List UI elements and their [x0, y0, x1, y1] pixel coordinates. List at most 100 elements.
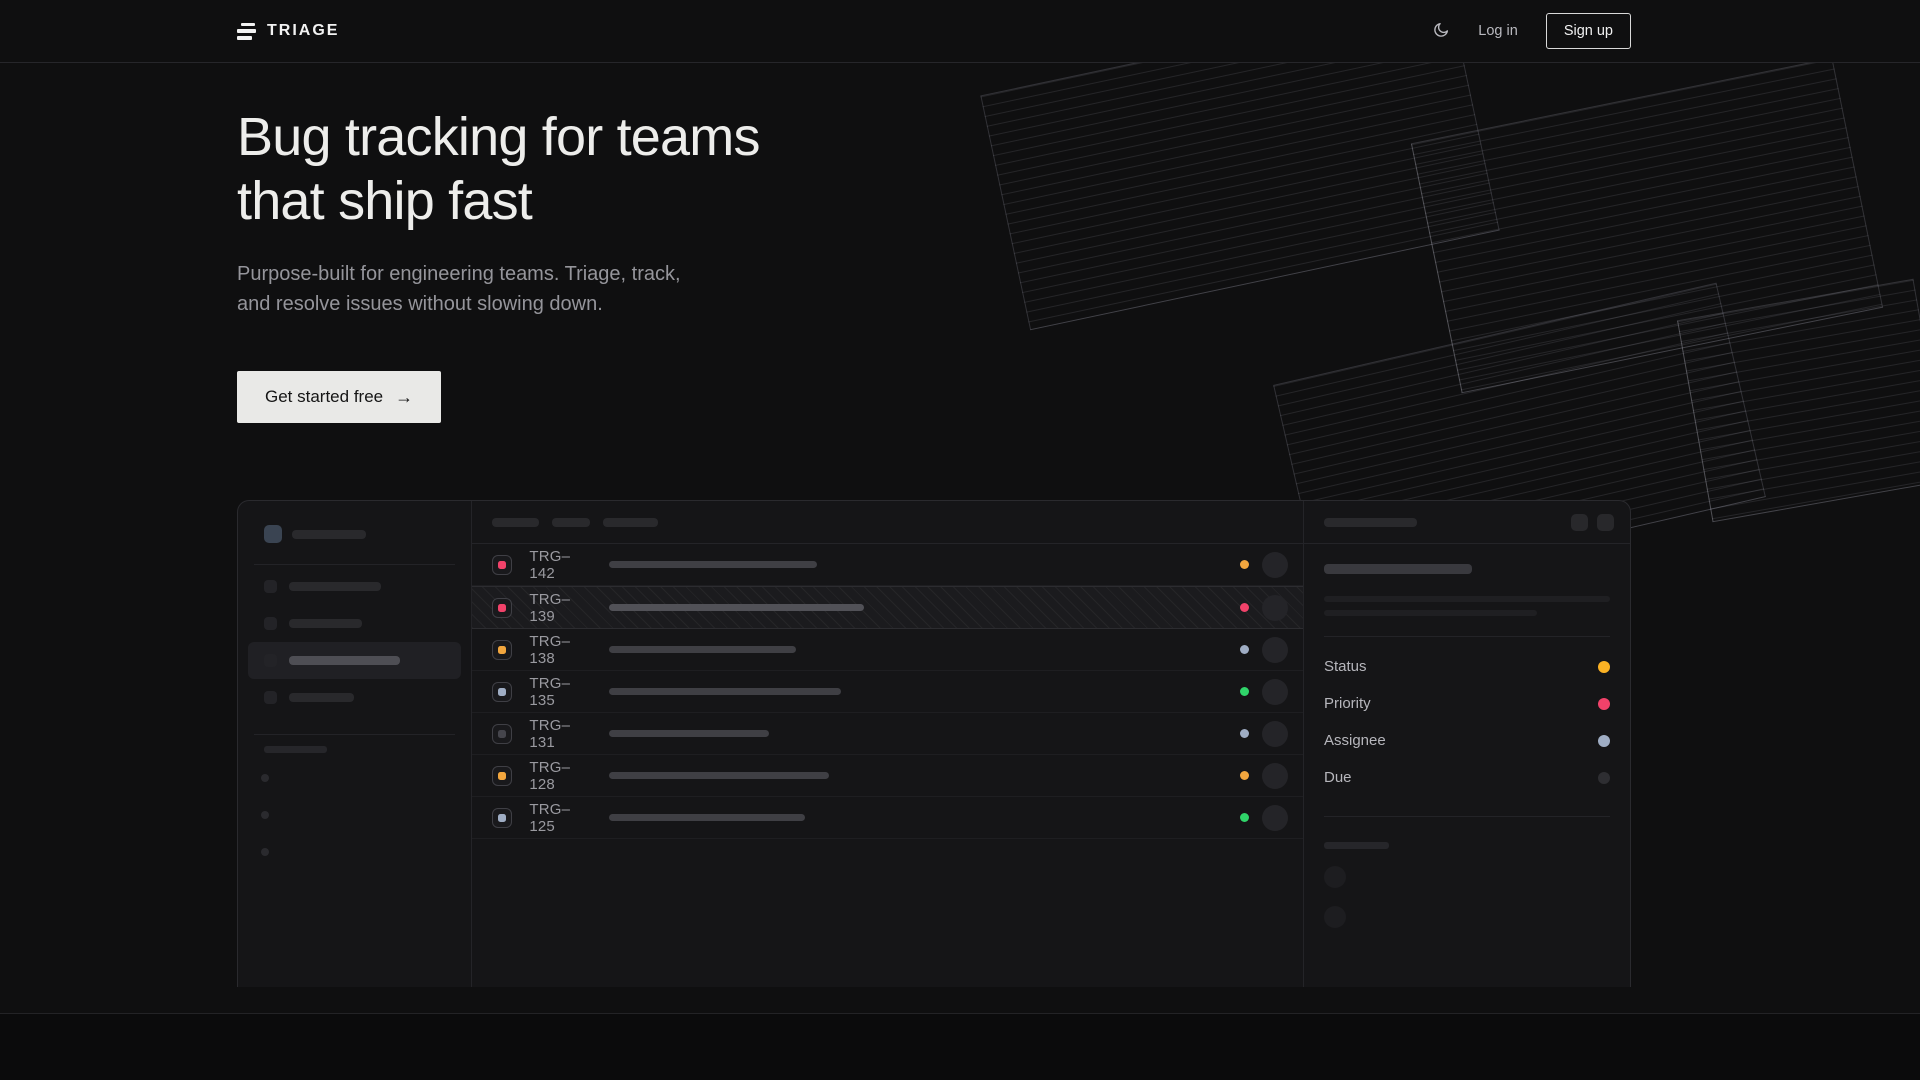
skeleton-pill: [289, 656, 400, 665]
nav-item-icon: [264, 691, 277, 704]
skeleton-pill: [1324, 842, 1389, 849]
avatar: [1262, 678, 1288, 705]
divider: [1324, 816, 1610, 817]
issue-id: TRG–139: [529, 590, 571, 625]
avatar: [1324, 906, 1346, 928]
due-value-dot: [1598, 771, 1610, 784]
triage-logo-icon: [237, 22, 257, 40]
avatar: [1262, 594, 1288, 621]
sidebar-nav-item: [254, 679, 455, 716]
sidebar-nav-item-active: [248, 642, 462, 679]
get-started-button[interactable]: Get started free →: [237, 371, 442, 423]
skeleton-pill: [292, 529, 366, 539]
assignee-value-dot: [1598, 734, 1610, 747]
skeleton-title: [1324, 564, 1472, 574]
get-started-label: Get started free: [265, 387, 384, 406]
theme-toggle-button[interactable]: [1432, 21, 1450, 42]
skeleton-bar: [609, 646, 797, 653]
issue-row: TRG–131: [472, 713, 1303, 755]
log-in-link[interactable]: Log in: [1478, 23, 1518, 39]
sidebar-nav-item: [254, 568, 455, 605]
skeleton-pill: [1324, 517, 1417, 527]
skeleton-bar: [609, 561, 818, 568]
skeleton-pill: [552, 517, 591, 527]
dot: [261, 774, 269, 782]
hero-subtitle: Purpose-built for engineering teams. Tri…: [237, 263, 681, 315]
issue-type-icon: [492, 639, 513, 660]
mockup-sidebar: [238, 501, 471, 987]
status-dot: [1240, 687, 1249, 696]
skeleton-bar: [609, 814, 806, 821]
issue-type-icon: [492, 807, 513, 828]
avatar: [1324, 866, 1346, 888]
brand-name: TRIAGE: [267, 22, 340, 39]
nav-item-icon: [264, 580, 277, 593]
skeleton-bar: [609, 688, 842, 695]
sidebar-dots: [238, 774, 471, 856]
issue-row: TRG–125: [472, 797, 1303, 839]
field-row-status: Status: [1324, 648, 1610, 685]
field-label: Due: [1324, 769, 1352, 786]
brand[interactable]: TRIAGE: [237, 22, 339, 40]
issue-row-selected: TRG–139: [472, 586, 1303, 629]
status-dot: [1240, 560, 1249, 569]
skeleton-pill: [289, 582, 381, 591]
detail-header: [1304, 501, 1630, 544]
divider: [254, 734, 456, 735]
status-dot: [1240, 813, 1249, 822]
avatar: [1262, 720, 1288, 747]
nav-item-icon: [264, 617, 277, 630]
priority-value-dot: [1598, 697, 1610, 710]
mockup-sidebar-nav: [238, 565, 471, 716]
sidebar-nav-item: [254, 605, 455, 642]
field-row-priority: Priority: [1324, 685, 1610, 722]
skeleton-bar: [609, 730, 770, 737]
skeleton-pill: [264, 746, 327, 753]
issue-row: TRG–142: [472, 544, 1303, 586]
issue-id: TRG–125: [529, 800, 571, 835]
divider: [254, 564, 456, 565]
dot: [261, 848, 269, 856]
hero-section: Bug tracking for teams that ship fast Pu…: [0, 63, 1920, 1013]
skeleton-bar: [609, 772, 830, 779]
hero-title-line1: Bug tracking for teams: [237, 107, 760, 167]
issue-row: TRG–128: [472, 755, 1303, 797]
avatar: [1262, 804, 1288, 831]
issue-id: TRG–142: [529, 547, 571, 582]
hero-title: Bug tracking for teams that ship fast: [237, 105, 1920, 233]
detail-action-icon: [1571, 513, 1588, 531]
issue-row: TRG–138: [472, 629, 1303, 671]
issue-id: TRG–138: [529, 632, 571, 667]
app-mockup: TRG–142 TRG–139 TRG–138: [237, 500, 1631, 987]
nav-item-icon: [264, 654, 277, 667]
mockup-issue-list: TRG–142 TRG–139 TRG–138: [471, 501, 1304, 987]
mockup-detail-panel: Status Priority Assignee Due: [1304, 501, 1630, 987]
detail-fields: Status Priority Assignee Due: [1324, 648, 1610, 796]
issue-id: TRG–135: [529, 674, 571, 709]
skeleton-pill: [289, 619, 362, 628]
top-nav: TRIAGE Log in Sign up: [0, 0, 1920, 63]
issue-type-icon: [492, 597, 513, 618]
field-row-assignee: Assignee: [1324, 722, 1610, 759]
detail-action-icon: [1597, 513, 1614, 531]
issue-type-icon: [492, 723, 513, 744]
sign-up-button[interactable]: Sign up: [1545, 13, 1631, 49]
avatar: [1262, 762, 1288, 789]
divider: [1324, 636, 1610, 637]
moon-icon: [1432, 21, 1450, 42]
issue-id: TRG–128: [529, 758, 571, 793]
bottom-section: [0, 1013, 1920, 1080]
dot: [261, 811, 269, 819]
skeleton-pill: [603, 517, 659, 527]
issue-type-icon: [492, 554, 513, 575]
workspace-icon: [264, 525, 282, 543]
issue-row: TRG–135: [472, 671, 1303, 713]
issue-type-icon: [492, 681, 513, 702]
field-row-due: Due: [1324, 759, 1610, 796]
status-value-dot: [1598, 660, 1610, 673]
field-label: Priority: [1324, 695, 1371, 712]
issue-type-icon: [492, 765, 513, 786]
field-label: Status: [1324, 658, 1367, 675]
issue-list-header: [472, 501, 1303, 544]
status-dot: [1240, 645, 1249, 654]
